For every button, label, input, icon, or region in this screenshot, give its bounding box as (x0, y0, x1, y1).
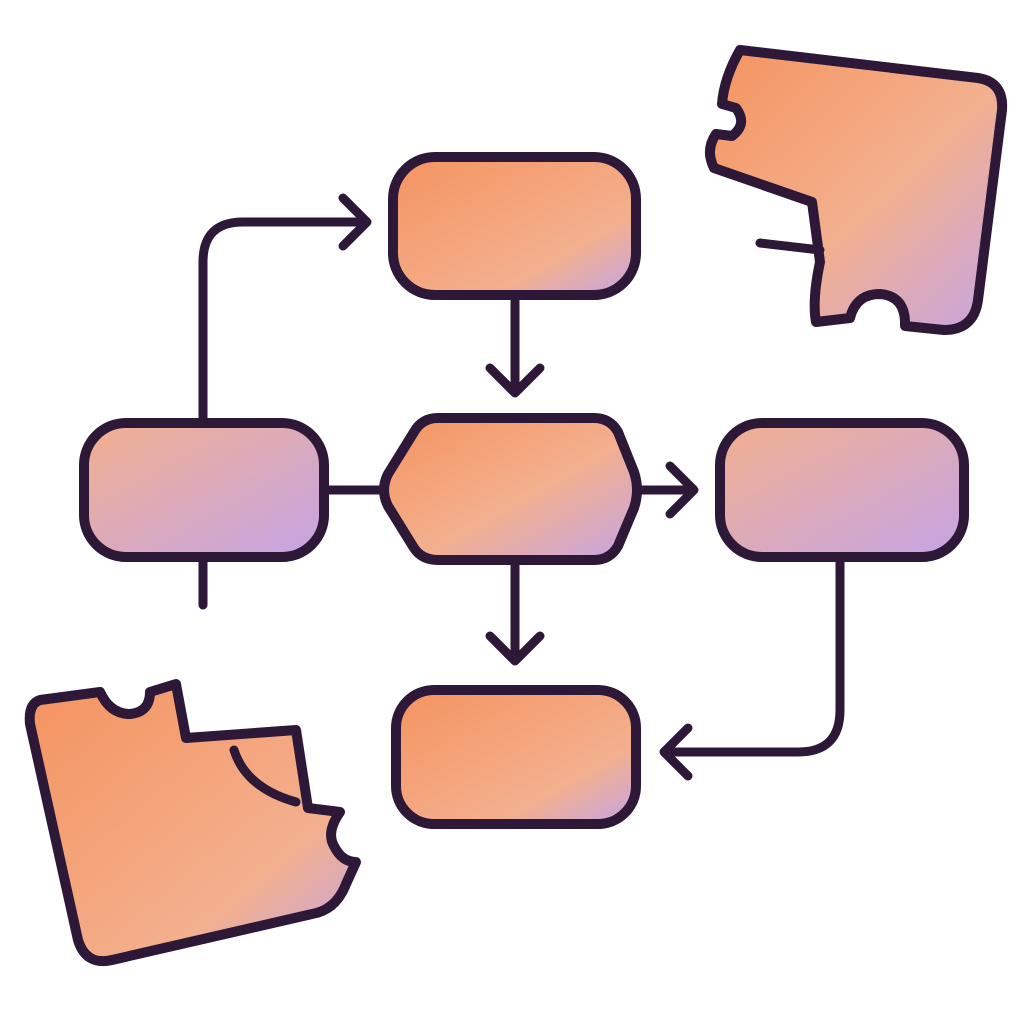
top-box (388, 152, 641, 300)
decorations (24, 45, 1008, 966)
puzzle-piece-bottom-left (24, 679, 361, 966)
arrowhead-into-bottom-box-right (659, 723, 693, 781)
arrowhead-into-top-box (338, 193, 372, 251)
left-box (79, 418, 329, 562)
nodes (79, 152, 969, 829)
puzzle-piece-bottom-left-crack (229, 745, 301, 807)
puzzle-piece-top-right-crack (755, 238, 825, 255)
bottom-box (391, 685, 641, 829)
center-decision-hexagon (379, 413, 642, 565)
arrowhead-into-decision (485, 363, 545, 398)
arrowhead-into-right-box (665, 461, 699, 519)
puzzle-piece-top-right (705, 45, 1008, 335)
right-box (715, 418, 969, 562)
connector-left-to-top (198, 217, 370, 427)
connector-right-to-bottom (660, 555, 845, 757)
connectors (198, 193, 845, 781)
arrowhead-into-bottom-box (485, 631, 545, 666)
